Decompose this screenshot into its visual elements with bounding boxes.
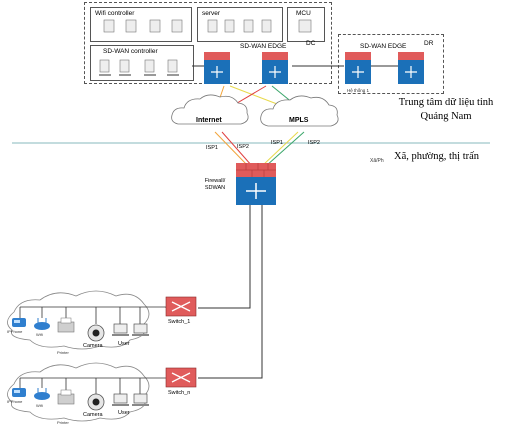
ip-phone-icon	[12, 388, 26, 397]
wifi-controller-label: Wifi controller	[95, 10, 135, 17]
dc-sdwan-edge-2-router	[262, 52, 288, 84]
mcu-icon	[298, 19, 312, 33]
dr-sdwan-edge-1-router	[345, 52, 371, 84]
user-label: User	[118, 410, 130, 416]
internet-cloud	[171, 94, 249, 125]
ip-phone-icon	[12, 318, 26, 327]
server-icon	[144, 59, 155, 73]
camera-label: Camera	[83, 412, 103, 418]
he-thong-label: Hệ thống 1	[347, 88, 370, 93]
user-pc-icon	[132, 323, 149, 336]
isp2-link-mpls	[265, 131, 305, 167]
lan2-cloud	[7, 362, 150, 422]
isp-label-4: ISP2	[308, 140, 320, 146]
ip-phone-label: IPPhone	[7, 399, 23, 404]
user-pc-icon	[132, 393, 149, 406]
site-caption-small: Xã/Ph	[370, 158, 384, 164]
user-label: User	[118, 341, 130, 347]
site-caption: Xã, phường, thị trấn	[394, 151, 480, 162]
server-icon	[125, 19, 137, 33]
firewall-label: Firewall/ SDWAN	[204, 178, 226, 191]
server-icon	[99, 59, 110, 73]
camera-label: Camera	[83, 343, 103, 349]
server-icon	[171, 19, 183, 33]
server-icon	[261, 19, 272, 33]
isp1-link-mpls	[261, 131, 299, 167]
server-icon	[119, 59, 130, 73]
switch-1-icon	[165, 296, 197, 317]
switch-n-icon	[165, 367, 197, 388]
firewall-switchn-link	[198, 205, 263, 379]
wifi-label: Wifi	[36, 403, 43, 408]
isp-label-2: ISP2	[237, 144, 249, 150]
dr-sdwan-edge-label: SD-WAN EDGE	[360, 43, 407, 50]
wifi-ap-icon	[34, 318, 50, 330]
mpls-cloud-label: MPLS	[289, 117, 309, 124]
server-icon	[224, 19, 235, 33]
dr-label: DR	[424, 40, 434, 47]
server-icon	[167, 59, 178, 73]
printer-icon	[57, 317, 75, 333]
mcu-label: MCU	[296, 10, 311, 17]
server-icon	[243, 19, 254, 33]
datacenter-dr-frame	[338, 34, 444, 94]
dc-label: DC	[306, 40, 316, 47]
switch-n-label: Switch_n	[168, 390, 191, 396]
isp1-link-internet	[214, 131, 249, 167]
dc-sdwan-edge-1-router	[204, 52, 230, 84]
dc-device-icons	[99, 19, 312, 76]
server-icon	[207, 19, 218, 33]
firewall-switch1-link	[198, 205, 251, 309]
mpls-cloud	[260, 95, 339, 127]
dc-sdwan-edge-label: SD-WAN EDGE	[240, 43, 287, 50]
user-pc-icon	[112, 323, 129, 336]
switch-1-label: Switch_1	[168, 319, 191, 325]
camera-icon	[87, 393, 105, 411]
isp2-link-internet	[221, 131, 253, 167]
site-firewall-sdwan-router	[236, 163, 276, 205]
wifi-label: Wifi	[36, 332, 43, 337]
isp-label-1: ISP1	[206, 145, 218, 151]
camera-icon	[87, 324, 105, 342]
printer-icon	[57, 389, 75, 405]
dr-sdwan-edge-2-router	[398, 52, 424, 84]
internet-cloud-label: Internet	[196, 117, 222, 124]
sdwan-controller-label: SD-WAN controller	[103, 48, 158, 55]
wifi-ap-icon	[34, 388, 50, 400]
server-label: server	[202, 10, 221, 17]
user-pc-icon	[112, 393, 129, 406]
datacenter-caption: Trung tâm dữ liệu tỉnh Quảng Nam	[398, 97, 494, 122]
server-icon	[103, 19, 115, 33]
isp-label-3: ISP1	[271, 140, 283, 146]
server-icon	[149, 19, 161, 33]
ip-phone-label: IPPhone	[7, 329, 23, 334]
printer-label: Printer	[57, 420, 69, 425]
printer-label: Printer	[57, 350, 69, 355]
